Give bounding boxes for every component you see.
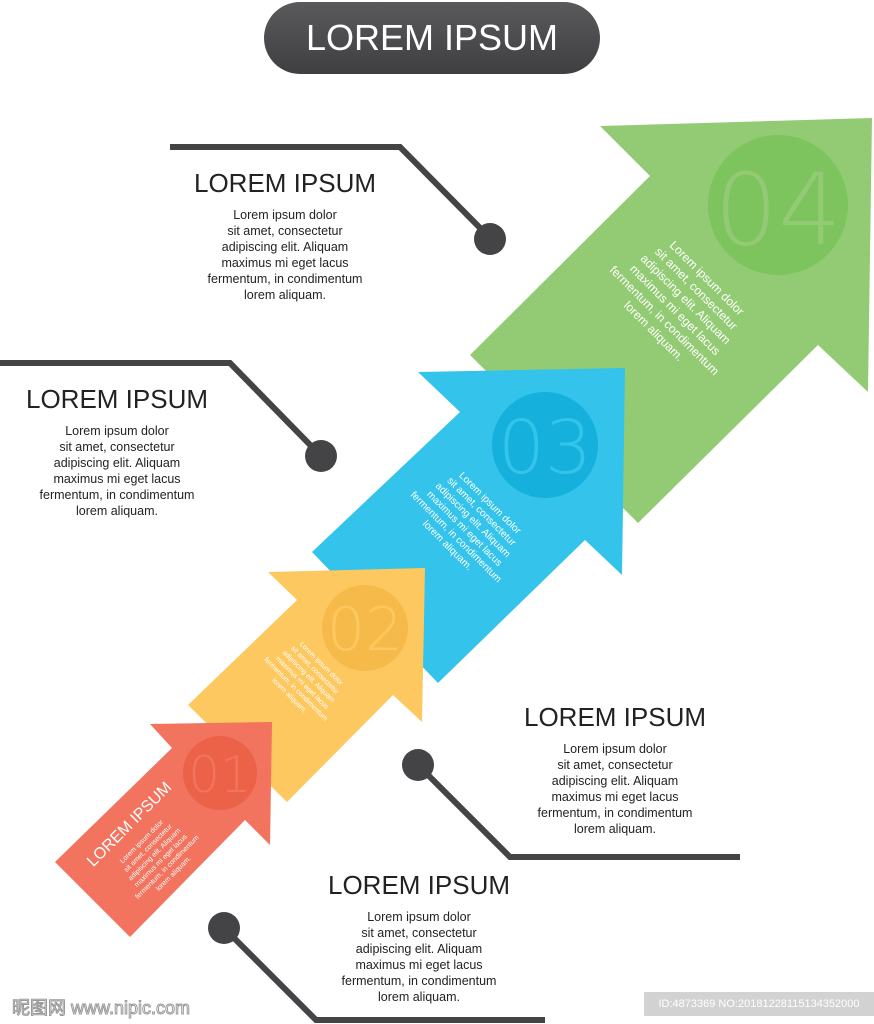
text-block-2: LOREM IPSUM Lorem ipsum dolor sit amet, … xyxy=(0,384,247,519)
block-body: Lorem ipsum dolor sit amet, consectetur … xyxy=(39,424,195,518)
watermark-logo: 昵图网 www.nipic.com xyxy=(11,998,191,1019)
number-circle-01 xyxy=(183,736,257,810)
block-body: Lorem ipsum dolor sit amet, consectetur … xyxy=(341,910,497,1004)
block-heading: LOREM IPSUM xyxy=(327,870,511,900)
connector-dot-1 xyxy=(474,223,506,255)
block-heading: LOREM IPSUM xyxy=(25,384,209,414)
arrow-number-04: 04 xyxy=(714,151,842,269)
title-banner: LOREM IPSUM xyxy=(264,2,600,74)
arrow-number-02: 02 xyxy=(326,595,404,665)
connector-line-4 xyxy=(221,925,545,1023)
text-block-4: LOREM IPSUM Lorem ipsum dolor sit amet, … xyxy=(289,870,549,1005)
watermark-id: ID:4873369 NO:20181228115134352000 xyxy=(644,992,874,1016)
connector-line-2 xyxy=(0,360,323,458)
number-circle-02 xyxy=(322,585,408,671)
block-body: Lorem ipsum dolor sit amet, consectetur … xyxy=(207,208,363,302)
arrow-number-03: 03 xyxy=(497,405,593,491)
text-block-1: LOREM IPSUM Lorem ipsum dolor sit amet, … xyxy=(155,168,415,303)
connector-dot-4 xyxy=(208,912,240,944)
arrow-number-01: 01 xyxy=(188,746,252,804)
connector-line-3 xyxy=(415,762,740,860)
connector-dot-3 xyxy=(402,749,434,781)
connector-line-1 xyxy=(170,144,493,241)
number-circle-03 xyxy=(492,392,598,498)
block-heading: LOREM IPSUM xyxy=(193,168,377,198)
block-body: Lorem ipsum dolor sit amet, consectetur … xyxy=(537,742,693,836)
text-block-3: LOREM IPSUM Lorem ipsum dolor sit amet, … xyxy=(485,702,745,837)
connector-dot-2 xyxy=(305,440,337,472)
block-heading: LOREM IPSUM xyxy=(523,702,707,732)
number-circle-04 xyxy=(708,135,848,275)
